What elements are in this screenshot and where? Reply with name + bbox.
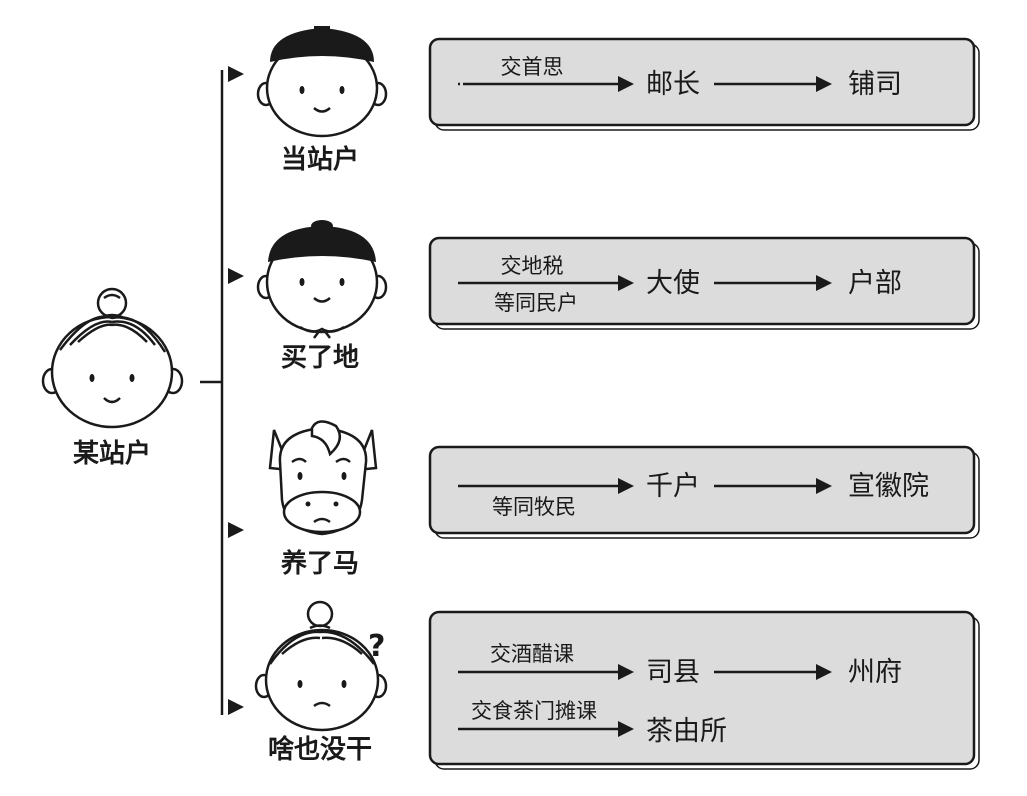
flow-box-1: 交首思 邮长 铺司 — [428, 37, 980, 131]
flow-4b-mid: 茶由所 — [646, 716, 727, 747]
branch-label-1: 当站户 — [281, 144, 359, 175]
flow-3-below: 等同牧民 — [492, 495, 576, 519]
branch-label-2: 买了地 — [281, 343, 359, 373]
flow-4a-mid: 司县 — [646, 657, 700, 688]
flow-4a-above: 交酒醋课 — [490, 642, 574, 666]
round-cap-face-icon — [256, 220, 388, 339]
flow-1-end: 铺司 — [848, 69, 902, 100]
branch-label-3: 养了马 — [280, 548, 359, 579]
flow-2-below: 等同民户 — [494, 291, 578, 315]
flow-2-mid: 大使 — [646, 268, 700, 299]
root-face-icon — [41, 287, 184, 429]
root-label: 某站户 — [73, 438, 151, 469]
flow-4b-above: 交食茶门摊课 — [471, 699, 597, 723]
flow-1-mid: 邮长 — [646, 69, 700, 100]
flow-3-end: 宣徽院 — [848, 471, 929, 502]
flow-box-2: 交地税 等同民户 大使 户部 — [428, 236, 980, 330]
horse-face-icon — [268, 420, 378, 536]
flow-1-above: 交首思 — [501, 55, 564, 79]
official-hat-face-icon — [256, 26, 388, 138]
flow-box-4: 交酒醋课 司县 州府 交食茶门摊课 茶由所 — [428, 610, 980, 770]
flow-2-end: 户部 — [848, 268, 902, 299]
flow-2-above: 交地税 — [501, 254, 564, 278]
flow-3-mid: 千户 — [646, 471, 700, 502]
question-mark: ? — [368, 629, 385, 664]
tree-connector — [200, 66, 244, 715]
flow-box-3: 等同牧民 千户 宣徽院 — [428, 445, 980, 539]
bun-question-face-icon — [254, 600, 388, 732]
flow-4a-end: 州府 — [848, 657, 902, 688]
branch-label-4: 啥也没干 — [268, 734, 372, 765]
